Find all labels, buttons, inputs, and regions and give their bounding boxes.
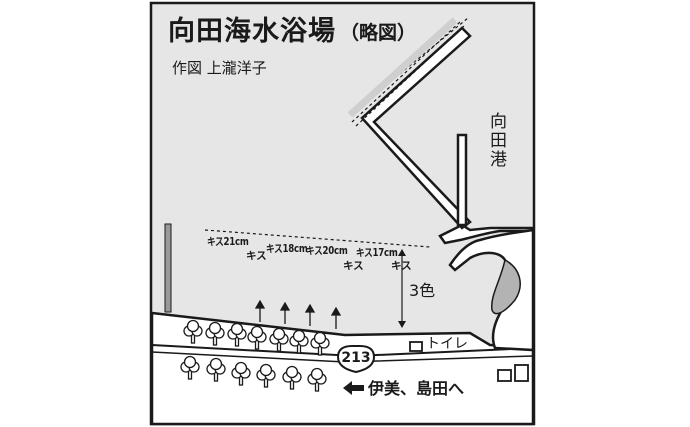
toilet-label: トイレ [426,336,468,352]
tree-icon [180,355,200,380]
harbor-rock [491,258,521,315]
tree-icon [310,331,330,356]
catch-label: キス18cm [266,243,308,255]
tree-icon [227,322,247,347]
tree-icon [231,361,251,386]
route-number: 213 [341,350,371,366]
harbor-jetty [456,133,468,227]
tree-icon [247,325,267,350]
catch-label: キス [343,260,364,272]
harbor-label: 向田港 [486,112,506,169]
tree-icon [206,357,226,382]
catch-label: キス [246,250,267,262]
cast-limit-line [204,229,431,248]
breakwater-block-row [347,17,458,118]
tree-icon [183,319,203,344]
arrow-left-icon [343,381,364,395]
map-author: 作図 上瀧洋子 [172,59,267,77]
route-shield-icon [336,345,376,374]
harbor-headland-body [448,228,535,352]
harbor-headland [438,223,535,245]
tree-icon [289,329,309,354]
building-1 [497,369,512,382]
tree-group [180,319,330,392]
catch-label: キス20cm [306,245,348,257]
direction-label: 伊美、島田へ [368,379,465,398]
building-2 [514,364,529,382]
cast-arrows [254,299,342,329]
depth-label: 3色 [409,281,436,300]
breakwater-blocks [351,17,469,127]
tree-icon [282,365,302,390]
catch-label: キス [391,260,412,272]
tree-icon [256,363,276,388]
catch-label: キス17cm [356,247,398,259]
toilet-icon [409,341,423,352]
map-title: 向田海水浴場 [168,16,336,47]
tree-icon [205,321,225,346]
buoy-marker-icon [164,223,172,313]
tree-icon [269,327,289,352]
map-title-note: （略図） [340,22,417,44]
tree-icon [307,367,327,392]
catch-label: キス21cm [207,236,249,248]
